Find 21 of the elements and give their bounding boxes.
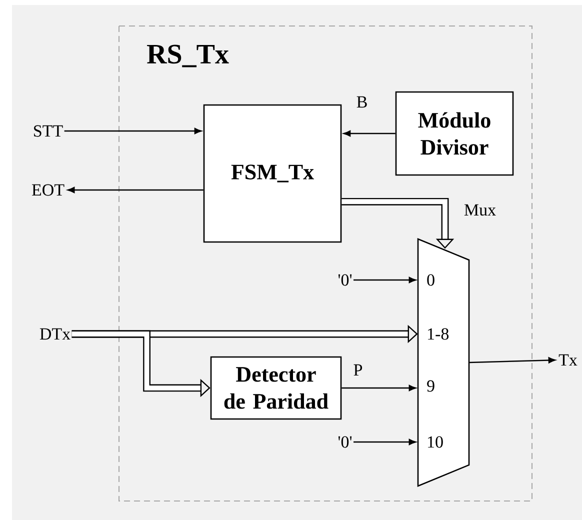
block-title: RS_Tx — [147, 44, 229, 68]
port-label: 9 — [427, 380, 434, 392]
arrow — [354, 438, 416, 446]
block-box: Detector de Paridad — [210, 356, 342, 420]
port-label: 1-8 — [428, 328, 449, 340]
signal-label: EOT — [32, 184, 64, 196]
signal-label: STT — [34, 125, 63, 137]
port-label: 0 — [427, 274, 434, 286]
signal-label: Tx — [558, 354, 578, 366]
arrow — [354, 276, 416, 284]
signal-label: '0' — [338, 436, 352, 448]
port-label: 10 — [428, 436, 443, 448]
block-box: FSM_Tx — [203, 104, 342, 243]
arrow — [64, 128, 202, 134]
signal-label: '0' — [338, 274, 352, 286]
arrow — [342, 384, 416, 392]
arrow — [68, 186, 204, 194]
block-box: Módulo Divisor — [395, 91, 514, 176]
signal-label: DTx — [40, 328, 70, 340]
arrow — [343, 130, 396, 137]
arrow — [469, 357, 556, 364]
